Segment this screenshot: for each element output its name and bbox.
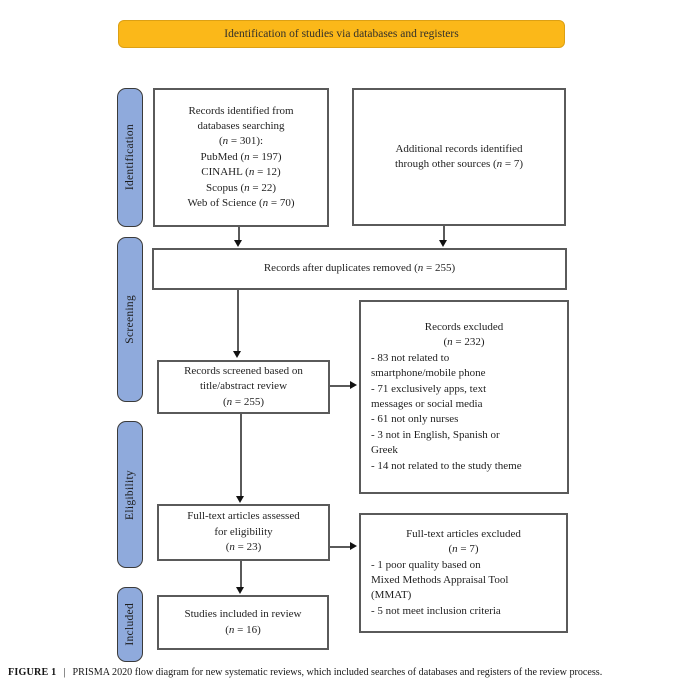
arrow-identified-to-duplicates-head [234, 240, 242, 247]
arrow-screened-to-fulltext-line [240, 414, 242, 497]
box-studies-included: Studies included in review(n = 16) [157, 595, 329, 650]
stage-label-eligibility-text: Eligibility [124, 469, 136, 520]
arrow-screened-to-fulltext-head [236, 496, 244, 503]
banner-databases-registers: Identification of studies via databases … [118, 20, 565, 48]
box-records-excluded: Records excluded(n = 232) - 83 not relat… [359, 300, 569, 494]
arrow-fulltext-to-included-head [236, 587, 244, 594]
arrow-fulltext-to-excluded-head [350, 542, 357, 550]
stage-label-eligibility: Eligibility [117, 421, 143, 568]
figure-caption-text: PRISMA 2020 flow diagram for new systema… [72, 667, 603, 678]
arrow-duplicates-to-screened-line [237, 290, 239, 352]
arrow-fulltext-to-excluded-line [330, 546, 351, 548]
banner-label: Identification of studies via databases … [224, 28, 459, 40]
stage-label-screening-text: Screening [124, 295, 136, 344]
stage-label-included: Included [117, 587, 143, 662]
box-records-excluded-title: Records excluded(n = 232) [424, 320, 504, 349]
arrow-fulltext-to-included-line [240, 561, 242, 588]
arrow-duplicates-to-screened-head [233, 351, 241, 358]
stage-label-included-text: Included [124, 603, 136, 646]
stage-label-identification: Identification [117, 88, 143, 227]
stage-label-screening: Screening [117, 237, 143, 402]
arrow-additional-to-duplicates-head [439, 240, 447, 247]
box-studies-included-text: Studies included in review(n = 16) [184, 608, 302, 636]
figure-caption-label: FIGURE 1 [8, 667, 57, 678]
box-duplicates-removed: Records after duplicates removed (n = 25… [152, 248, 567, 290]
arrow-identified-to-duplicates-line [238, 227, 240, 241]
box-fulltext-excluded: Full-text articles excluded(n = 7) - 1 p… [359, 513, 568, 633]
arrow-additional-to-duplicates-line [443, 226, 445, 241]
figure-caption-separator: | [63, 667, 66, 678]
box-duplicates-removed-text: Records after duplicates removed (n = 25… [263, 262, 456, 275]
figure-caption: FIGURE 1 | PRISMA 2020 flow diagram for ne… [8, 667, 686, 678]
arrow-screened-to-excluded-line [330, 385, 351, 387]
box-fulltext-excluded-title: Full-text articles excluded(n = 7) [406, 527, 521, 556]
arrow-screened-to-excluded-head [350, 381, 357, 389]
stage-label-identification-text: Identification [124, 124, 136, 191]
